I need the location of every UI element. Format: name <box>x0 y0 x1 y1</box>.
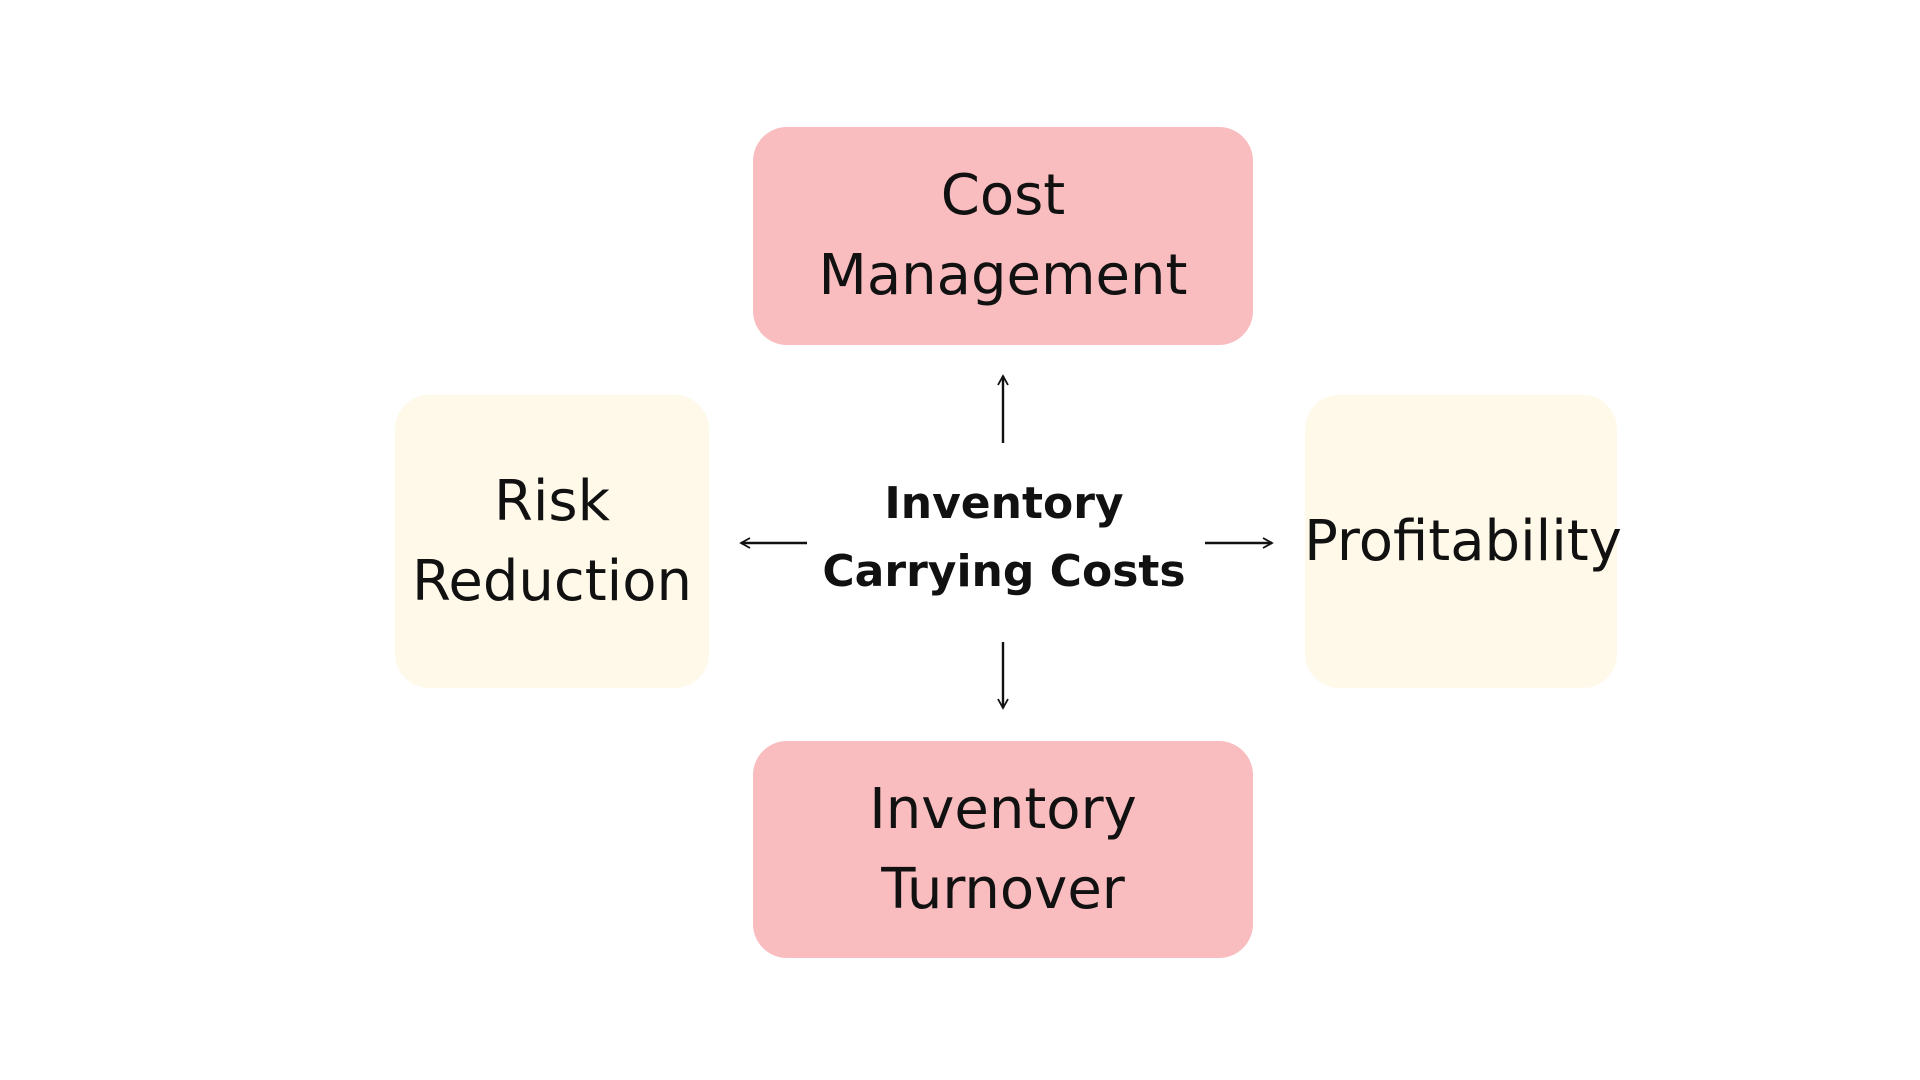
node-label: Inventory Turnover <box>869 776 1137 922</box>
node-cost-management: Cost Management <box>753 127 1253 345</box>
node-risk-reduction: Risk Reduction <box>395 395 709 688</box>
center-concept-label: Inventory Carrying Costs <box>822 478 1186 597</box>
node-label: Profitability <box>1304 508 1622 574</box>
node-profitability: Profitability <box>1304 395 1622 688</box>
node-label: Cost Management <box>818 163 1188 308</box>
node-inventory-turnover: Inventory Turnover <box>753 741 1253 958</box>
node-label: Risk Reduction <box>412 468 692 614</box>
